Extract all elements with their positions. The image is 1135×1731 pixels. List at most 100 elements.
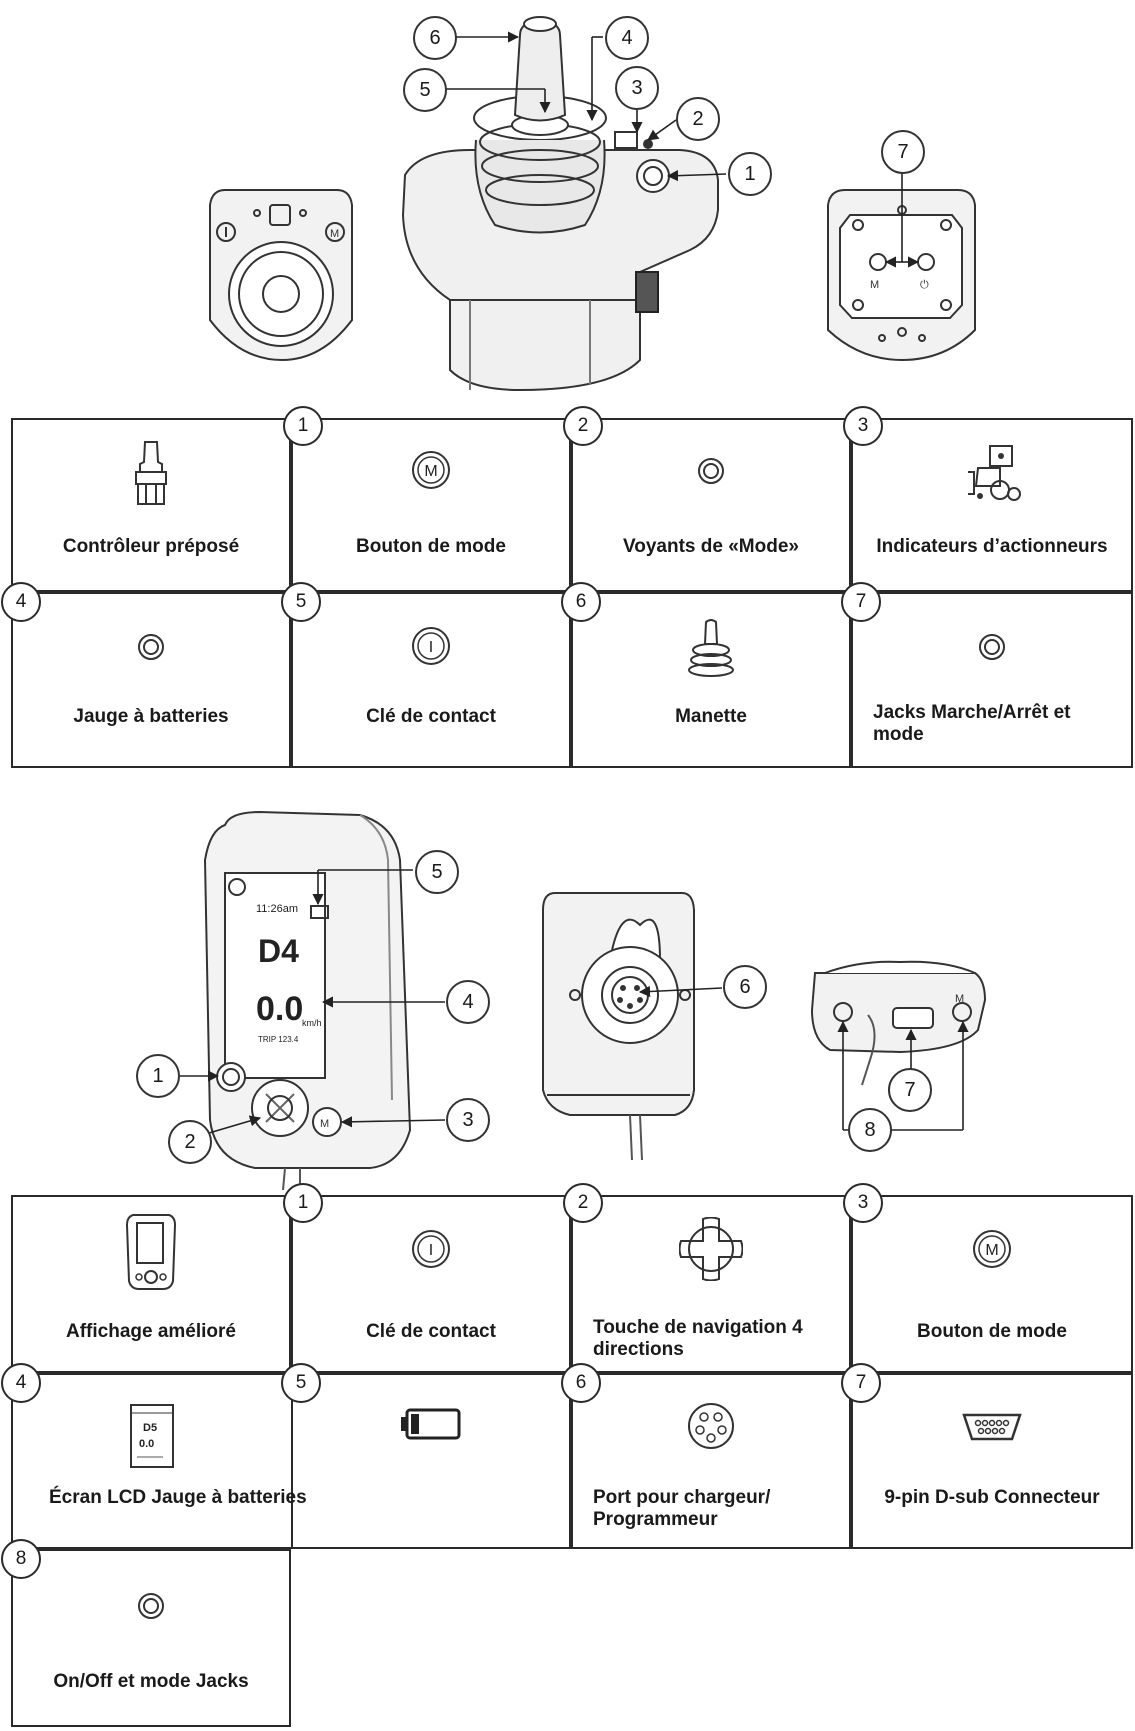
dsub-connector-icon [853,1411,1131,1443]
joystick-module-illustration [401,16,719,392]
callout-top-battery-gauge: 4 [605,16,649,60]
table-cell-key-switch-2: 1 I Clé de contact [283,1183,571,1373]
table-cell-mode-button: 1 M Bouton de mode [283,406,571,592]
table-cell-mode-button-2: 3 M Bouton de mode [843,1183,1133,1373]
table-cell-mode-leds: 2 Voyants de «Mode» [563,406,851,592]
screen-time: 11:26am [256,903,298,915]
led-ring-icon [573,456,849,486]
led-ring-icon [13,632,289,662]
lcd-icon-drive: D5 [143,1422,157,1434]
label-charger-port: Port pour chargeur/ Programmeur [593,1487,771,1530]
mode-button-glyph: M [424,463,437,480]
table-cell-enhanced-display: Affichage amélioré [11,1195,291,1373]
table-cell-key-switch: 5 I Clé de contact [281,582,571,768]
display-leader-lines [180,869,446,1134]
badge-number: 7 [841,582,881,622]
callout-top-actuator-indicators: 3 [615,66,659,110]
lcd-icon-speed: 0.0 [139,1438,154,1450]
table-cell-attendant-control: Contrôleur préposé [11,418,291,592]
badge-number: 6 [561,1363,601,1403]
badge-number: 4 [1,582,41,622]
badge-number: 2 [563,1183,603,1223]
charger-port-icon [573,1401,849,1451]
power-button-icon: I [293,1229,569,1269]
badge-number: 7 [841,1363,881,1403]
screen-drive-mode: D4 [258,933,299,969]
power-button-glyph: I [429,1242,433,1259]
table-cell-battery-gauge: 4 Jauge à batteries [1,582,291,768]
wheelchair-actuator-icon [853,442,1131,504]
badge-number: 5 [281,1363,321,1403]
callout-top-key-switch: 5 [403,68,447,112]
charger-port-view [542,892,695,1161]
back-view-leader [884,174,920,268]
label-navigation: Touche de navigation 4 directions [593,1317,803,1360]
callout-bottom-navigation: 2 [168,1120,212,1164]
screen-speed-unit: km/h [302,1018,322,1028]
label-key-switch-2: Clé de contact [366,1321,496,1342]
led-ring-icon [853,632,1131,662]
label-jacks: Jacks Marche/Arrêt et mode [873,702,1071,745]
power-button-icon: I [293,626,569,666]
badge-number: 1 [283,406,323,446]
table-cell-jacks: 7 Jacks Marche/Arrêt et mode [841,582,1133,768]
callout-top-mode-leds: 2 [676,97,720,141]
bottom-components-table: Affichage amélioré 1 I Clé de contact 2 … [1,1183,1133,1727]
svg-text:M: M [330,228,339,240]
badge-number: 5 [281,582,321,622]
callout-bottom-dsub: 7 [888,1068,932,1112]
callout-bottom-battery: 5 [415,850,459,894]
label-mode-button: Bouton de mode [356,536,506,557]
joystick-icon [573,618,849,680]
mode-button-icon: M [853,1229,1131,1269]
callout-bottom-mode-button: 3 [446,1098,490,1142]
svg-text:⏻: ⏻ [920,279,929,291]
table-cell-charger-port: 6 Port pour chargeur/ Programmeur [561,1363,851,1549]
table-cell-joystick: 6 Manette [561,582,851,768]
screen-footer: TRIP 123.4 [258,1035,299,1044]
mode-button-icon: M [293,450,569,490]
connector-bottom-view: M [810,960,987,1086]
display-screen-contents: 11:26am D4 0.0 km/h TRIP 123.4 [256,903,322,1044]
enhanced-display-icon [13,1211,289,1291]
callout-top-mode-button: 1 [728,152,772,196]
badge-number: 4 [1,1363,41,1403]
label-mode-leds: Voyants de «Mode» [623,536,799,557]
led-ring-icon [13,1591,289,1621]
badge-number: 2 [563,406,603,446]
label-joystick: Manette [675,706,747,727]
joystick-back-view: M ⏻ [827,189,976,362]
empty-area [291,1549,1133,1727]
badge-number: 1 [283,1183,323,1223]
enhanced-display-device: M [203,810,412,1191]
badge-number: 3 [843,406,883,446]
label-lcd-screen: Écran LCD Jauge à batteries [49,1487,307,1508]
badge-number: 8 [1,1539,41,1579]
callout-bottom-key-switch: 1 [136,1054,180,1098]
table-cell-actuator-indicators: 3 Indicateurs d’actionneurs [843,406,1133,592]
top-components-table: Contrôleur préposé 1 M Bouton de mode 2 … [1,406,1133,768]
mode-button-glyph: M [985,1242,998,1259]
attendant-control-icon [13,440,289,506]
callout-top-joystick: 6 [413,16,457,60]
label-jacks-2: On/Off et mode Jacks [53,1671,249,1692]
svg-text:M: M [320,1118,329,1130]
callout-top-jacks: 7 [881,130,925,174]
label-mode-button-2: Bouton de mode [917,1321,1067,1342]
label-battery-gauge: Jauge à batteries [73,706,229,727]
port-leader-line [638,985,723,998]
label-enhanced-display: Affichage amélioré [66,1321,236,1342]
label-actuator-indicators: Indicateurs d’actionneurs [876,536,1108,557]
screen-speed: 0.0 [256,990,303,1028]
label-key-switch: Clé de contact [366,706,496,727]
power-button-glyph: I [429,639,433,656]
badge-number: 3 [843,1183,883,1223]
top-leader-lines [446,31,727,182]
badge-number: 6 [561,582,601,622]
label-dsub-connector: 9-pin D-sub Connecteur [884,1487,1100,1508]
table-cell-jacks-2: 8 On/Off et mode Jacks [1,1539,291,1727]
svg-text:M: M [870,279,879,291]
